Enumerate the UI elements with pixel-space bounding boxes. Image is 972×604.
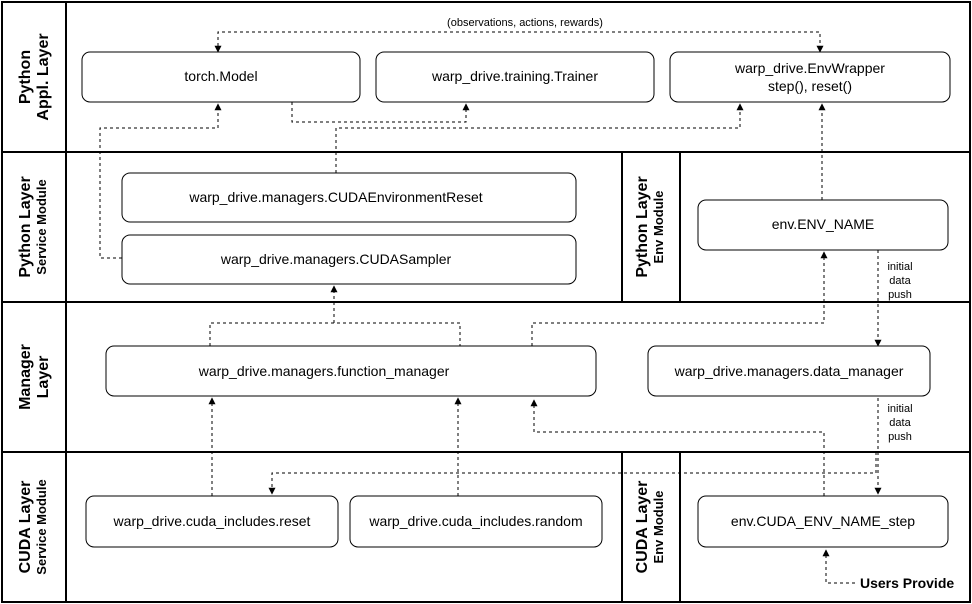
layer-label-cuda-env: CUDA Layer Env Module — [634, 481, 666, 574]
box-trainer: warp_drive.training.Trainer — [375, 51, 655, 103]
label-line: data — [889, 275, 911, 287]
arrow-observations — [214, 31, 824, 53]
box-env-wrapper: warp_drive.EnvWrapper step(), reset() — [669, 51, 951, 103]
label-line: push — [888, 289, 912, 301]
box-label: torch.Model — [184, 68, 257, 84]
box-cuda-reset: warp_drive.cuda_includes.reset — [85, 495, 339, 548]
layer-label-line: Service Module — [34, 179, 49, 274]
arrow-function-manager-to-sampler — [209, 286, 461, 346]
arrow-data-manager-to-cuda-reset — [268, 452, 877, 495]
arrow-cuda-env-step-to-function-manager — [530, 399, 825, 496]
label-initial-data-push-1: initial data push — [887, 261, 912, 301]
layer-label-cuda-service: CUDA Layer Service Module — [17, 479, 49, 574]
box-label: warp_drive.EnvWrapper — [734, 60, 885, 76]
layer-label-python-appl: Python Appl. Layer — [17, 33, 52, 120]
layer-label-python-env: Python Layer Env Module — [634, 176, 666, 277]
box-label: step(), reset() — [768, 78, 852, 94]
box-label: warp_drive.managers.CUDAEnvironmentReset — [188, 189, 482, 205]
layer-label-line: CUDA Layer — [17, 481, 34, 574]
layer-label-line: Python Layer — [17, 176, 34, 277]
label-observations: (observations, actions, rewards) — [447, 17, 603, 29]
label-line: initial — [887, 261, 912, 273]
layer-label-manager: Manager Layer — [17, 344, 52, 410]
box-sampler: warp_drive.managers.CUDASampler — [121, 234, 577, 285]
layer-label-line: CUDA Layer — [634, 481, 651, 574]
label-users-provide: Users Provide — [860, 575, 954, 591]
box-env-name: env.ENV_NAME — [697, 199, 949, 251]
arrow-function-manager-to-envname — [531, 251, 828, 346]
arrow-sampler-to-model — [99, 103, 222, 259]
box-label: warp_drive.managers.data_manager — [674, 363, 904, 379]
layer-label-line: Appl. Layer — [35, 33, 52, 120]
box-label: warp_drive.cuda_includes.reset — [113, 513, 311, 529]
layer-label-line: Layer — [35, 356, 52, 399]
arrow-users-provide — [822, 549, 855, 584]
box-data-manager: warp_drive.managers.data_manager — [647, 345, 931, 397]
box-torch-model: torch.Model — [81, 51, 361, 103]
box-cuda-random: warp_drive.cuda_includes.random — [349, 495, 603, 548]
layer-label-python-service: Python Layer Service Module — [17, 176, 49, 277]
layer-label-line: Env Module — [651, 491, 666, 564]
box-label: warp_drive.managers.function_manager — [198, 363, 450, 379]
layer-label-line: Python — [17, 50, 34, 104]
box-label: warp_drive.managers.CUDASampler — [220, 251, 452, 267]
box-label: warp_drive.cuda_includes.random — [368, 513, 582, 529]
box-env-reset: warp_drive.managers.CUDAEnvironmentReset — [121, 172, 577, 223]
box-label: env.CUDA_ENV_NAME_step — [731, 513, 915, 529]
label-initial-data-push-2: initial data push — [887, 403, 912, 443]
layer-label-line: Manager — [17, 344, 34, 410]
box-function-manager: warp_drive.managers.function_manager — [105, 345, 597, 397]
arrow-reset-to-envwrapper — [335, 103, 744, 173]
label-line: push — [888, 431, 912, 443]
layer-label-line: Python Layer — [634, 176, 651, 277]
box-label: env.ENV_NAME — [772, 216, 874, 232]
arrow-model-to-trainer — [291, 102, 470, 123]
layer-label-line: Service Module — [34, 479, 49, 574]
connector-arrows — [99, 31, 882, 584]
box-label: warp_drive.training.Trainer — [431, 68, 598, 84]
label-line: initial — [887, 403, 912, 415]
box-cuda-env-step: env.CUDA_ENV_NAME_step — [697, 495, 949, 548]
layer-label-line: Env Module — [651, 191, 666, 264]
label-line: data — [889, 417, 911, 429]
